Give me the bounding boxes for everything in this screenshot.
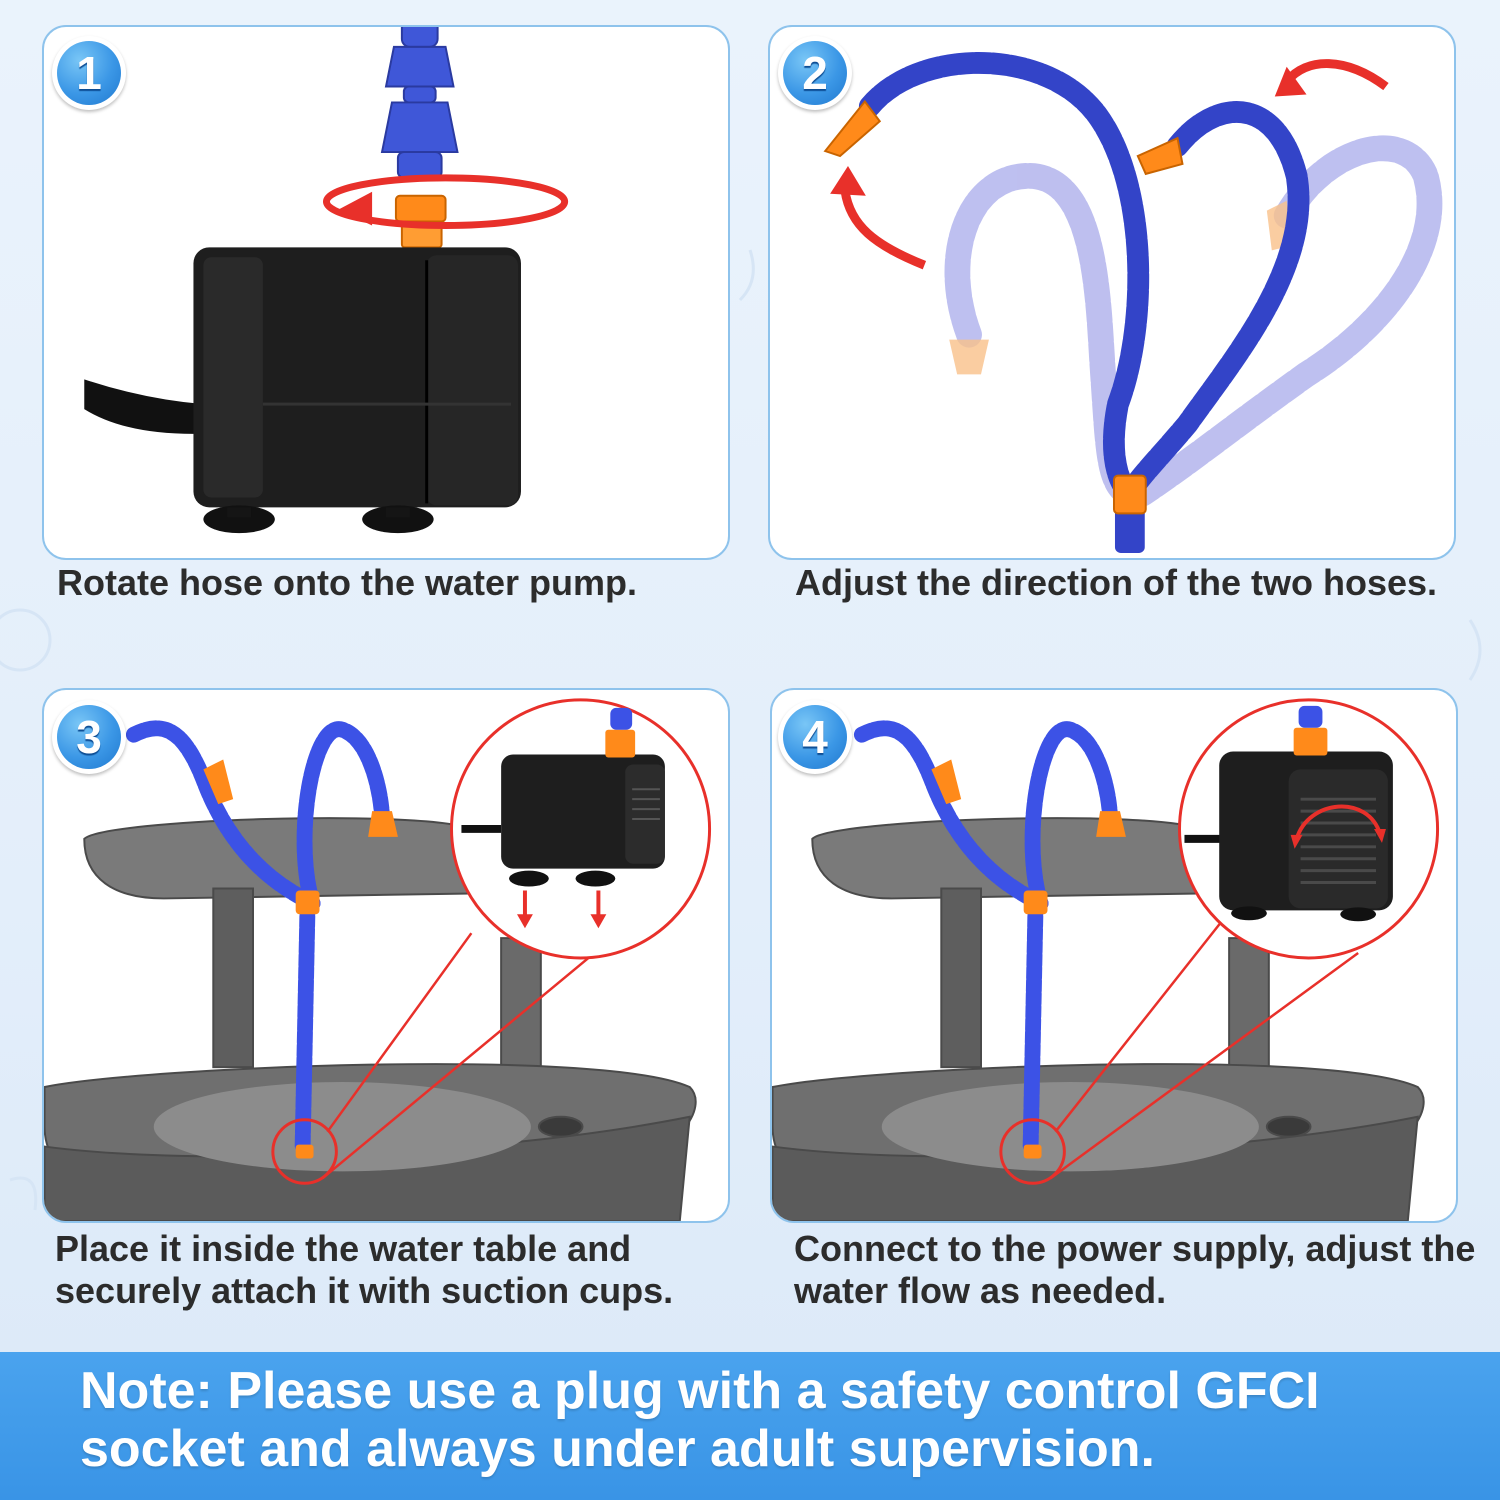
step-4-illustration	[772, 698, 1440, 1221]
orange-connector	[1023, 890, 1048, 915]
water-pump	[84, 247, 521, 534]
hose-segment	[858, 52, 1310, 505]
step-4-caption: Connect to the power supply, adjust the …	[794, 1228, 1476, 1311]
orange-nozzle	[931, 759, 962, 805]
water-table	[772, 817, 1425, 1221]
water-pump	[1184, 705, 1393, 922]
step-2-panel	[768, 25, 1456, 560]
step-number: 4	[783, 705, 847, 769]
step-badge: 2	[778, 36, 852, 110]
orange-nozzle	[203, 759, 234, 805]
orange-connector	[1112, 474, 1147, 515]
orange-nozzle	[368, 811, 398, 837]
water-pump	[461, 707, 665, 887]
orange-connector	[295, 1144, 314, 1159]
direction-arrow	[840, 189, 927, 270]
orange-connector	[295, 890, 320, 915]
step-number: 2	[783, 41, 847, 105]
step-3-caption: Place it inside the water table and secu…	[55, 1228, 674, 1311]
note-text: Note: Please use a plug with a safety co…	[80, 1362, 1320, 1478]
water-table	[44, 817, 697, 1221]
target-circle	[271, 1118, 338, 1185]
orange-connector	[1023, 1144, 1042, 1159]
step-badge: 1	[52, 36, 126, 110]
orange-nozzle	[1096, 811, 1126, 837]
orange-nozzle	[823, 99, 882, 158]
step-3-panel	[42, 688, 730, 1223]
step-2-caption: Adjust the direction of the two hoses.	[795, 562, 1438, 603]
step-1-caption: Rotate hose onto the water pump.	[57, 562, 638, 603]
step-2-illustration	[823, 52, 1443, 554]
step-1-panel	[42, 25, 730, 560]
step-badge: 3	[52, 700, 126, 774]
hose-segment	[853, 720, 1118, 1155]
faded-nozzle	[949, 339, 989, 375]
note-banner	[0, 1352, 1500, 1500]
background-pattern	[0, 249, 1482, 1211]
step-badge: 4	[778, 700, 852, 774]
down-arrow	[517, 890, 607, 929]
step-4-panel	[770, 688, 1458, 1223]
hose-segment	[125, 720, 390, 1155]
step-number: 1	[57, 41, 121, 105]
direction-arrow	[1283, 59, 1389, 91]
rotation-arrow	[322, 174, 569, 229]
hose-segment	[380, 27, 459, 179]
step-1-illustration	[84, 27, 569, 534]
orange-nozzle	[1136, 136, 1184, 176]
target-circle	[999, 1118, 1066, 1185]
flow-adjust-arrow	[1290, 804, 1386, 849]
orange-connector	[394, 194, 447, 223]
step-number: 3	[57, 705, 121, 769]
faded-hose	[944, 135, 1443, 507]
step-3-illustration	[44, 698, 712, 1221]
